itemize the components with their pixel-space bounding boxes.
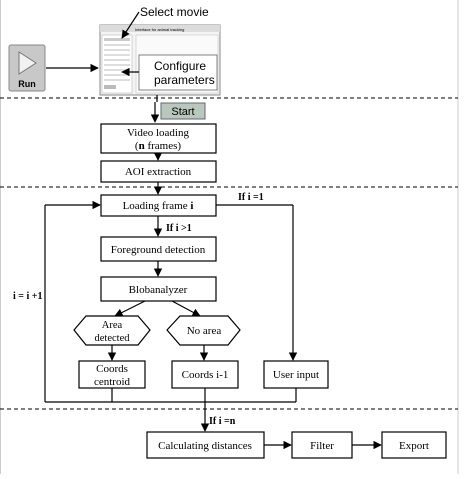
video-loading-n: n	[139, 140, 145, 152]
select-movie-arrow	[121, 11, 140, 39]
loading-frame-i: i	[190, 200, 193, 212]
loop-label: i = i +1	[13, 291, 42, 302]
panel-button	[104, 85, 116, 89]
calculating-distances-box	[146, 431, 265, 459]
coords-prev-label: Coords i-1	[182, 369, 229, 381]
blobanalyzer-label: Blobanalyzer	[129, 284, 188, 296]
video-loading-line2: (n frames)	[135, 140, 181, 152]
if-i-gt-1-label: If i >1	[166, 223, 192, 234]
panel-row	[104, 54, 130, 56]
coords-centroid-line2: centroid	[94, 376, 131, 388]
select-movie-label: Select movie	[140, 5, 209, 19]
aoi-extraction-label: AOI extraction	[125, 166, 192, 178]
panel-row	[104, 79, 130, 81]
foreground-detection-label: Foreground detection	[111, 244, 206, 256]
calculating-distances-label: Calculating distances	[158, 440, 252, 452]
area-detected-hexagon	[73, 315, 151, 346]
start-button-bg[interactable]	[160, 102, 206, 120]
export-label: Export	[399, 440, 429, 452]
panel-row	[104, 38, 130, 41]
loading-frame-text: Loading frame	[123, 200, 191, 212]
coords-prev-box	[171, 360, 239, 389]
if-i-eq-1-label: If i =1	[238, 192, 264, 203]
configure-label-line1: Configure	[154, 59, 206, 73]
play-icon	[18, 51, 37, 75]
panel-row	[104, 74, 130, 76]
interface-titlebar	[100, 25, 220, 32]
video-loading-frames: frames)	[145, 140, 182, 152]
user-input-box	[263, 360, 329, 389]
filter-label: Filter	[310, 440, 334, 452]
panel-row	[104, 44, 130, 46]
start-label: Start	[171, 106, 194, 118]
coords-centroid-line1: Coords	[96, 363, 128, 375]
user-input-label: User input	[273, 369, 319, 381]
interface-window-title: Interface for animal tracking	[135, 27, 184, 32]
area-detected-line1: Area	[102, 320, 123, 331]
video-loading-box	[100, 123, 217, 154]
video-loading-line1: Video loading	[127, 127, 189, 139]
panel-row	[104, 49, 130, 51]
run-label: Run	[18, 79, 36, 89]
no-area-hexagon	[166, 315, 241, 346]
area-detected-line2: detected	[95, 333, 131, 344]
no-area-label: No area	[187, 325, 222, 337]
filter-box	[291, 431, 353, 459]
video-loading-open-paren: (	[135, 140, 139, 152]
run-button[interactable]: Run	[8, 44, 46, 92]
panel-row	[104, 69, 130, 71]
configure-label-line2: parameters	[154, 73, 215, 87]
if-i-eq-n-label: If i =n	[209, 416, 236, 427]
loading-frame-label: Loading frame i	[123, 200, 194, 212]
blobanalyzer-box	[100, 276, 217, 302]
panel-row	[104, 59, 130, 61]
blob-to-area-arrow	[114, 300, 146, 317]
start-button[interactable]: Start	[160, 102, 206, 120]
export-box	[381, 431, 447, 459]
blob-to-noarea-arrow	[171, 300, 201, 317]
panel-row	[104, 64, 130, 66]
